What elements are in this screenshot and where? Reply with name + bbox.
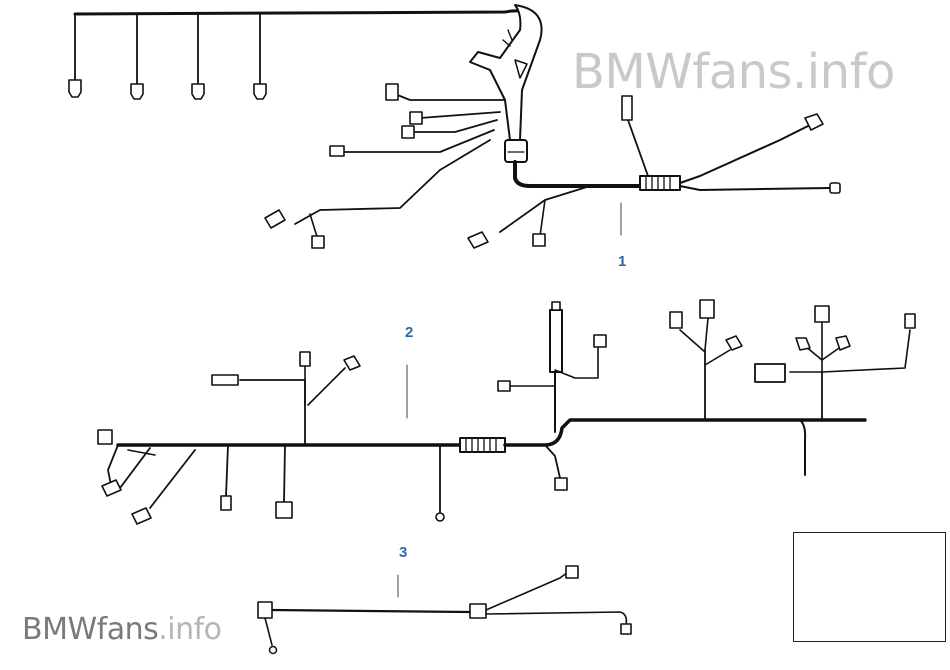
callout-part-2: 2 [405,324,414,341]
callout-part-1: 1 [618,253,627,270]
harness-part-2 [97,299,916,525]
callout-part-3: 3 [399,544,408,561]
watermark-bottom-main: BMWfans [22,612,159,647]
harness-part-3 [257,565,632,655]
vehicle-locator-inset [793,532,946,642]
watermark-bottom-suffix: .info [158,612,222,647]
watermark-top: BMWfans.info [572,44,895,100]
watermark-bottom: BMWfans.info [22,612,222,647]
harness-part-1 [68,4,841,249]
